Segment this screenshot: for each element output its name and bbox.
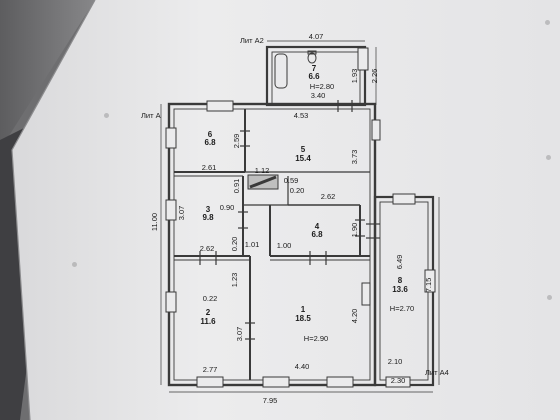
dim-0-20-b: 0.20 [230, 237, 239, 252]
room-2-number: 2 [206, 308, 211, 317]
binder-hole [545, 20, 550, 25]
dim-1-93: 1.93 [350, 69, 359, 84]
binder-hole [547, 295, 552, 300]
room-2-area: 11.6 [200, 317, 216, 326]
dim-1-90: 1.90 [350, 223, 359, 238]
room-6-number: 6 [208, 130, 213, 139]
room-8-area: 13.6 [392, 285, 408, 294]
dim-2-61: 2.61 [202, 163, 217, 172]
room-5-area: 15.4 [295, 154, 311, 163]
toilet-tank-icon [307, 50, 317, 55]
dim-1-12: 1.12 [255, 166, 270, 175]
dim-7-95: 7.95 [263, 396, 278, 405]
room-8-number: 8 [398, 276, 403, 285]
binder-hole [72, 262, 77, 267]
dim-3-07-b: 3.07 [235, 327, 244, 342]
bathroom-fixtures [274, 50, 317, 89]
window [371, 119, 381, 141]
window [326, 376, 354, 388]
dim-1-00: 1.00 [277, 241, 292, 250]
room-1-height: H=2.90 [304, 334, 328, 343]
window [165, 127, 177, 149]
dim-3-07-a: 3.07 [177, 206, 186, 221]
windows [165, 47, 436, 388]
window [262, 376, 290, 388]
window [392, 193, 416, 205]
dim-1-23: 1.23 [230, 273, 239, 288]
dim-3-73: 3.73 [350, 150, 359, 165]
stove-hatch [249, 175, 277, 189]
room-4-area: 6.8 [311, 230, 323, 239]
dim-4-53: 4.53 [294, 111, 309, 120]
window [165, 291, 177, 313]
dim-0-90: 0.90 [220, 203, 235, 212]
room-1-area: 18.5 [295, 314, 311, 323]
room-7-number: 7 [312, 64, 317, 73]
dim-2-62-b: 2.62 [200, 244, 215, 253]
label-lit-a2: Лит А2 [240, 36, 264, 45]
dim-4-07: 4.07 [309, 32, 324, 41]
window [357, 47, 369, 71]
window [196, 376, 224, 388]
dim-0-91: 0.91 [232, 179, 241, 194]
window [206, 100, 234, 112]
dim-2-62-a: 2.62 [321, 192, 336, 201]
room-4-number: 4 [315, 222, 320, 231]
window [165, 199, 177, 221]
dim-1-01: 1.01 [245, 240, 260, 249]
dim-2-10: 2.10 [388, 357, 403, 366]
doors [199, 100, 380, 340]
window [424, 269, 436, 293]
dim-2-30: 2.30 [391, 376, 406, 385]
room-6-area: 6.8 [204, 138, 216, 147]
room-3-number: 3 [206, 205, 211, 214]
label-lit-a4: Лит А4 [425, 368, 449, 377]
dim-7-15: 7.15 [424, 278, 433, 293]
dim-0-22: 0.22 [203, 294, 218, 303]
toilet-icon [307, 52, 317, 64]
dim-2-77: 2.77 [203, 365, 218, 374]
dim-3-40: 3.40 [311, 91, 326, 100]
dim-4-40: 4.40 [295, 362, 310, 371]
bathtub-icon [274, 53, 288, 89]
room-7-area: 6.6 [308, 72, 320, 81]
dim-2-59: 2.59 [232, 134, 241, 149]
dim-4-20: 4.20 [350, 309, 359, 324]
window [385, 376, 411, 388]
label-lit-a: Лит А [141, 111, 161, 120]
dim-11-00: 11.00 [150, 213, 159, 231]
dim-0-20-a: 0.20 [290, 186, 305, 195]
dimension-lines [160, 40, 440, 393]
window [361, 282, 371, 306]
dim-2-26: 2.26 [370, 69, 379, 84]
dim-0-59: 0.59 [284, 176, 299, 185]
binder-hole [104, 113, 109, 118]
room-5-number: 5 [301, 145, 306, 154]
dim-6-49: 6.49 [395, 255, 404, 270]
room-7-height: H=2.80 [310, 82, 334, 91]
room-3-area: 9.8 [202, 213, 214, 222]
binder-hole [546, 155, 551, 160]
room-1-number: 1 [301, 305, 306, 314]
room-8-height: H=2.70 [390, 304, 414, 313]
